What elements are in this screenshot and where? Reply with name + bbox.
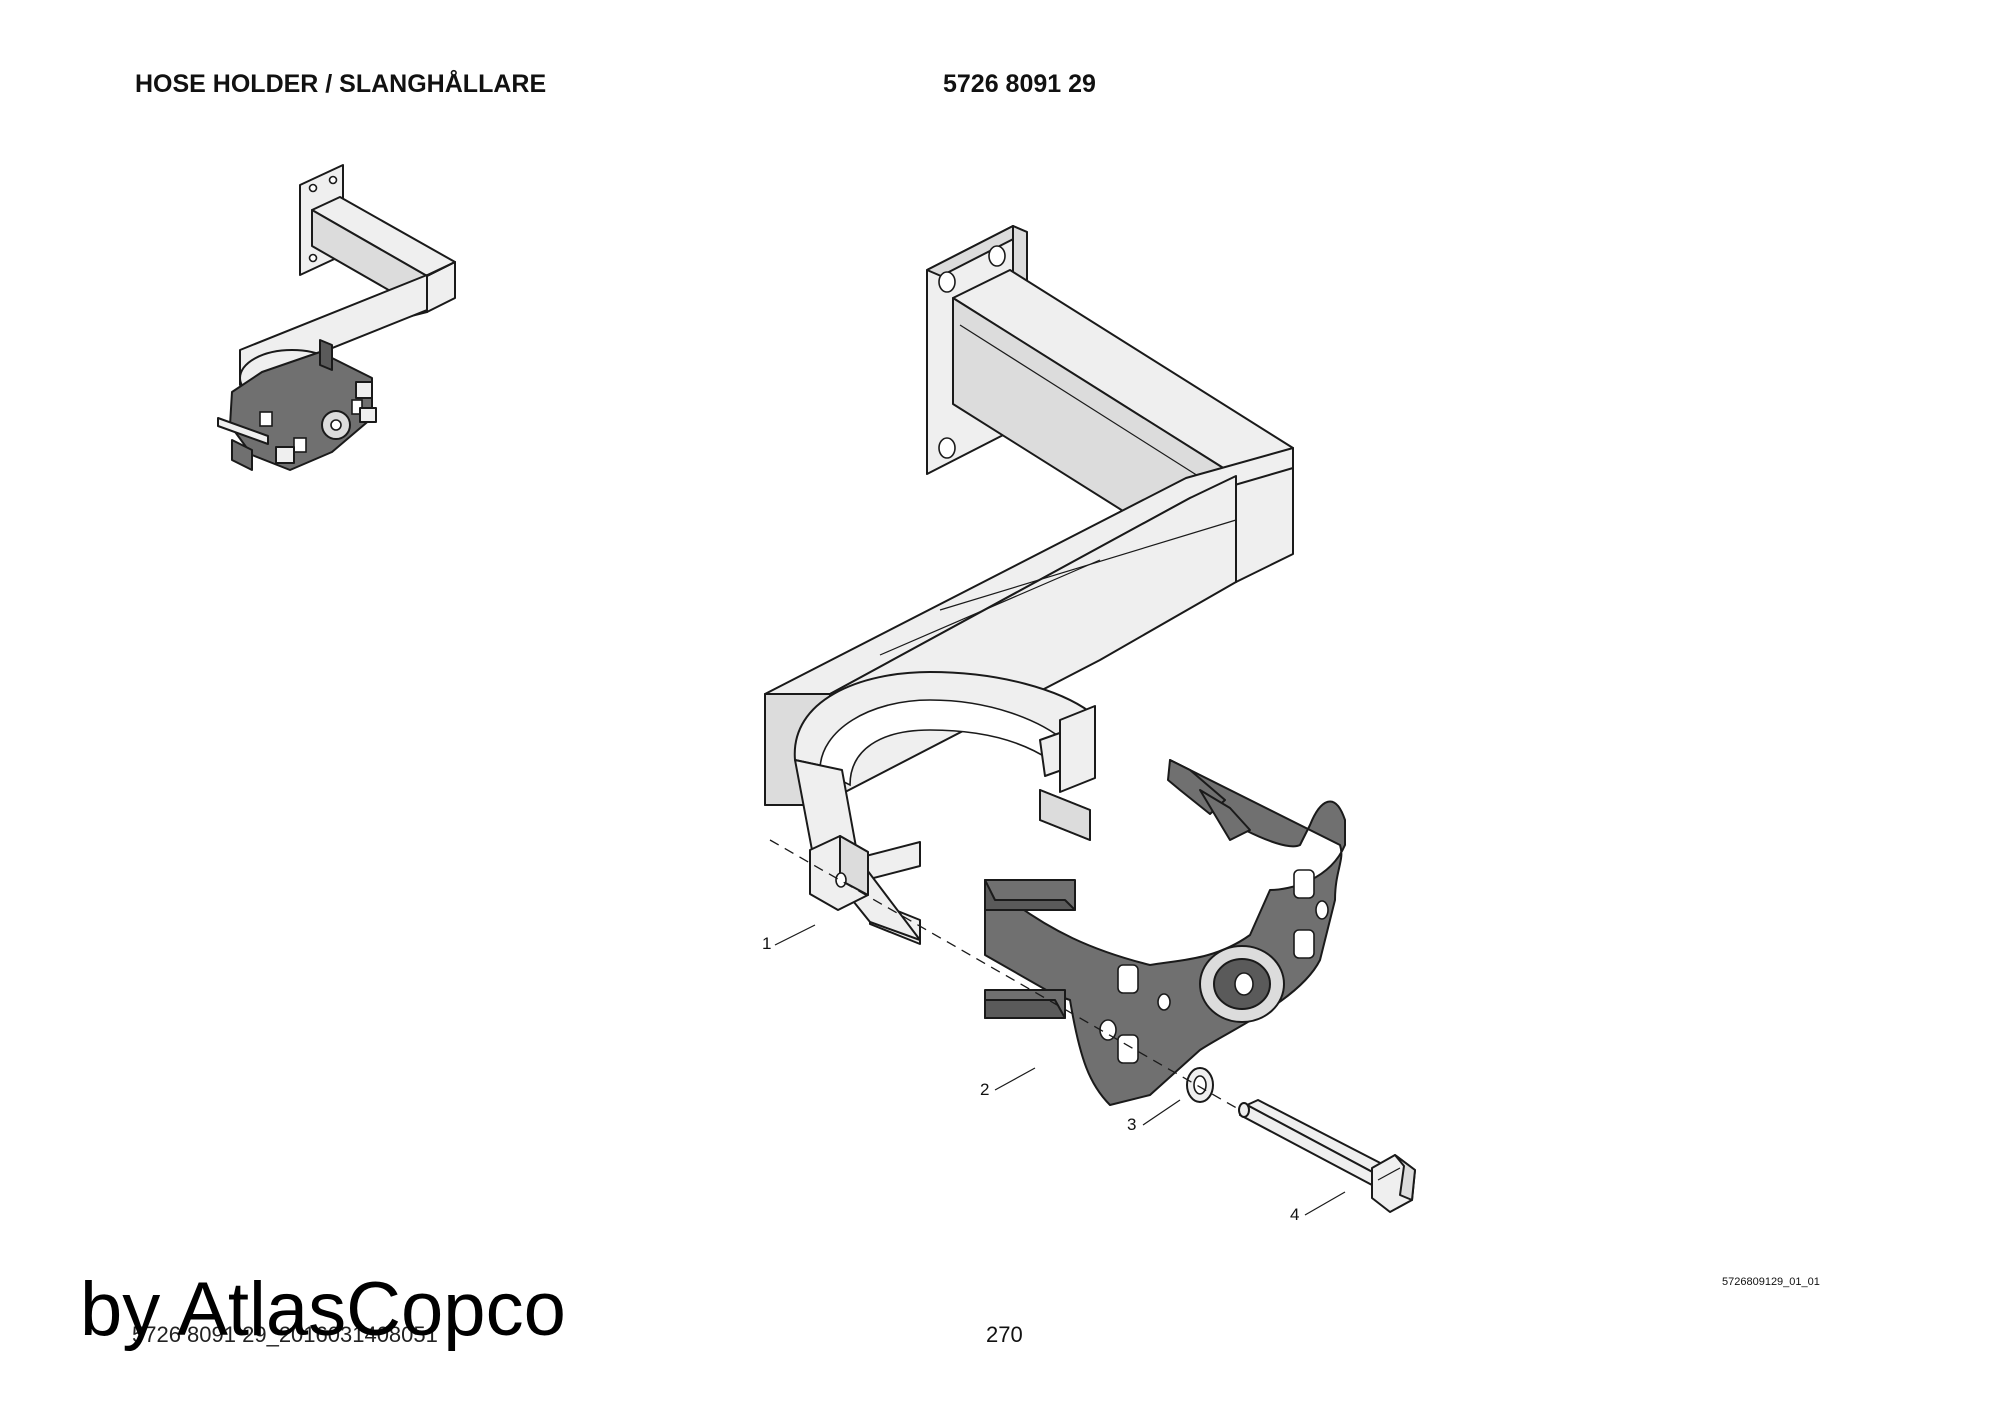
overview-nut-right bbox=[355, 381, 373, 399]
document-id: 5726 8091 29_2016031408051 bbox=[132, 1322, 438, 1347]
overview-bolt bbox=[217, 417, 269, 445]
watermark: by AtlasCopco bbox=[80, 1267, 566, 1352]
overview-assembly bbox=[217, 164, 456, 471]
part-number: 5726 8091 29 bbox=[943, 70, 1096, 98]
callout-1: 1 bbox=[762, 934, 771, 953]
callout-2: 2 bbox=[980, 1080, 989, 1099]
drawing-reference: 5726809129_01_01 bbox=[1722, 1276, 1820, 1288]
overview-nut-left bbox=[275, 446, 295, 464]
callout-4: 4 bbox=[1290, 1205, 1299, 1224]
callout-3: 3 bbox=[1127, 1115, 1136, 1134]
bolt bbox=[1238, 1099, 1416, 1213]
assembly-axis bbox=[769, 839, 1241, 1111]
page-title: HOSE HOLDER / SLANGHÅLLARE bbox=[135, 70, 547, 98]
page-number: 270 bbox=[986, 1322, 1023, 1347]
callouts: 1 2 3 4 bbox=[762, 924, 1346, 1224]
main-assembly bbox=[764, 225, 1416, 1213]
clamp-body bbox=[984, 759, 1346, 1106]
washer bbox=[1186, 1067, 1214, 1103]
